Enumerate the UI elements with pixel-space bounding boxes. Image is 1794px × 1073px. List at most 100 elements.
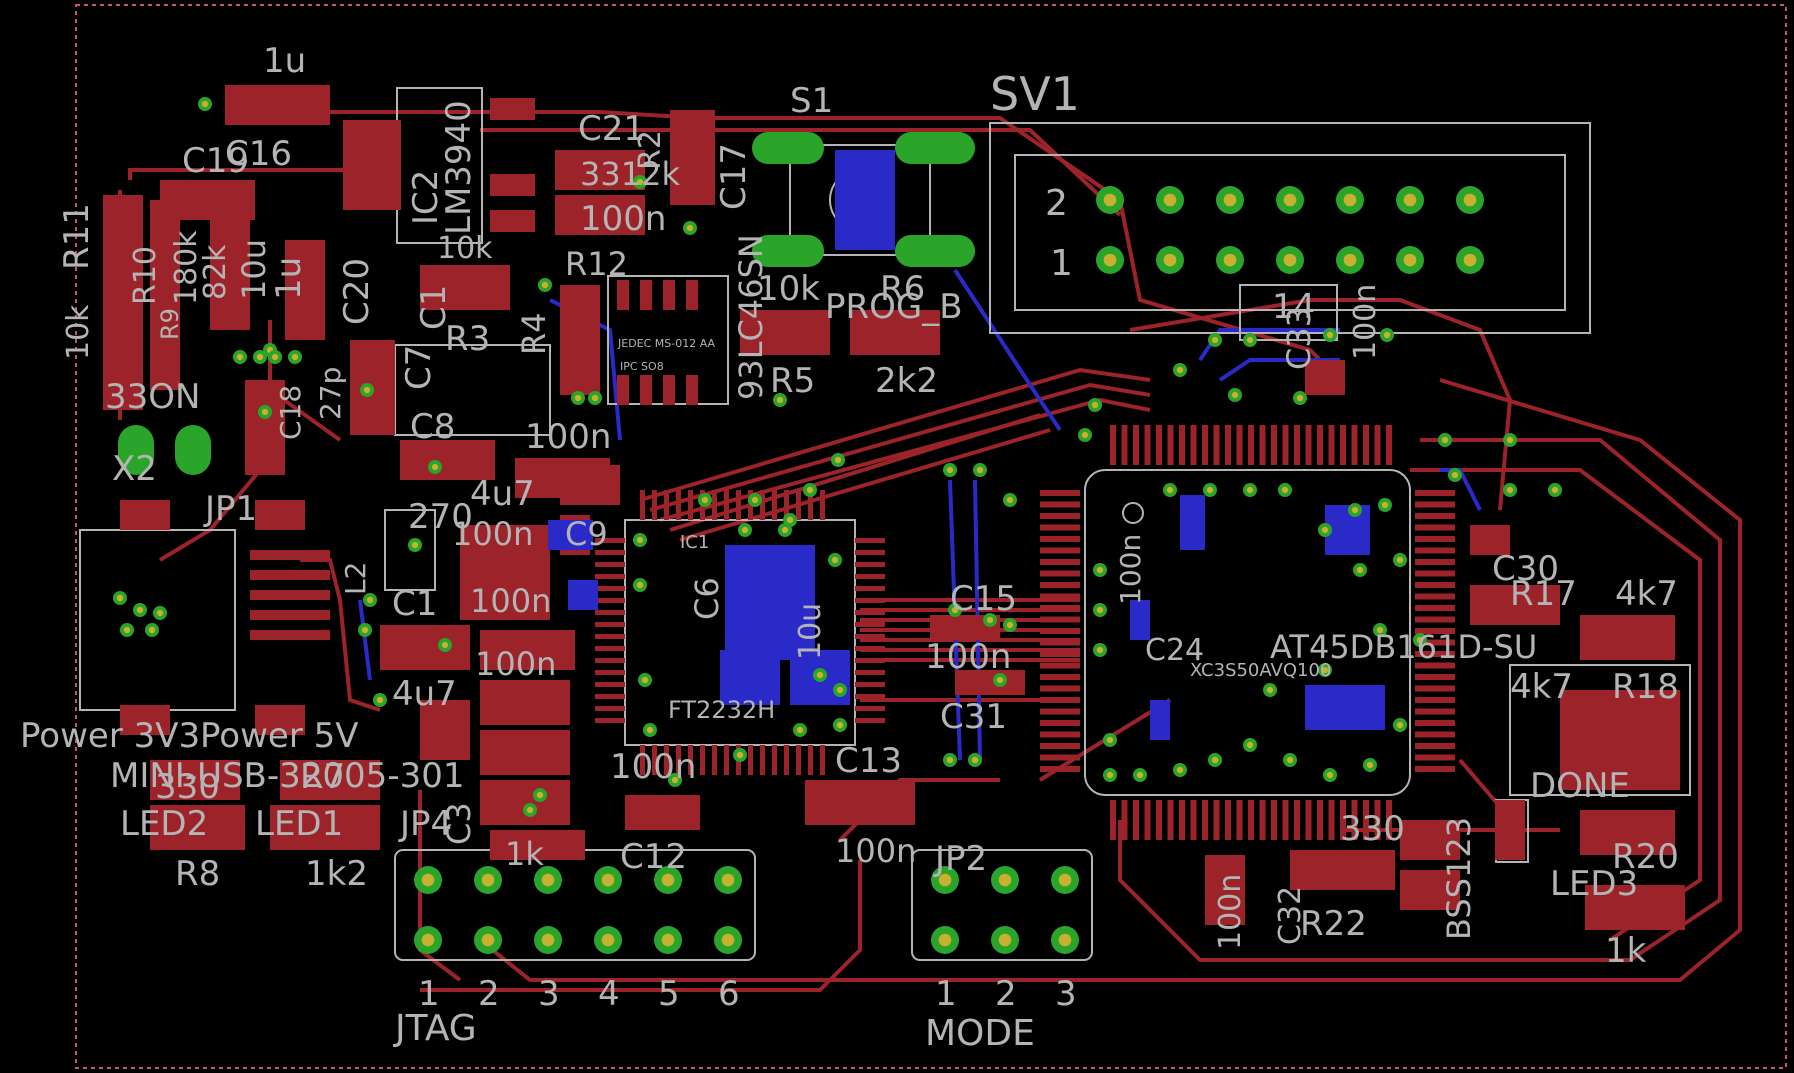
ft2232-pin (595, 538, 625, 543)
fpga-pin (1415, 639, 1455, 646)
label-x2: X2 (112, 449, 157, 489)
fpga-pin (1374, 425, 1381, 465)
fpga-pin (1415, 536, 1455, 542)
fpga-pin (1386, 425, 1392, 465)
label-c18: C18 (274, 385, 307, 440)
fpga-pin (1259, 800, 1266, 840)
label-at45: AT45DB161D-SU (1270, 628, 1537, 666)
flash-outline (1509, 664, 1691, 796)
via-drill (776, 396, 784, 404)
via-drill (1506, 486, 1514, 494)
mode-pin-label: 2 (995, 974, 1017, 1014)
label-c9: C9 (565, 515, 608, 553)
via-drill (1396, 721, 1404, 729)
label-4u7-b: 4u7 (392, 674, 457, 714)
s1-outline (789, 144, 931, 256)
via-drill (946, 466, 954, 474)
via-drill (136, 606, 144, 614)
fpga-pin (1415, 628, 1455, 634)
fpga-pin (1271, 800, 1277, 840)
top-copper-pads (103, 85, 1685, 930)
via-drill (836, 686, 844, 694)
fpga-pin (1110, 800, 1116, 840)
jtag-pin-label: 4 (598, 974, 620, 1014)
ft2232-pin (855, 562, 885, 567)
fpga-pin (1415, 720, 1455, 726)
mode-outline (911, 849, 1093, 961)
ft2232-pin (676, 490, 681, 520)
fpga-pin (1040, 766, 1080, 772)
via-drill (998, 933, 1012, 947)
fpga-pin (1040, 754, 1080, 761)
via-drill (781, 526, 789, 534)
fpga-pin (1040, 513, 1080, 519)
top-copper-traces (118, 110, 1742, 992)
via-drill (1281, 486, 1289, 494)
ft2232-pin (772, 745, 777, 775)
label-r10-val: 180k (169, 230, 204, 305)
fpga-pin (1040, 662, 1080, 669)
via-drill (1403, 193, 1417, 207)
ft2232-pin (700, 745, 705, 775)
fpga-pin (1110, 425, 1116, 465)
fpga-pin (1415, 582, 1455, 588)
via-drill (1176, 766, 1184, 774)
via-drill (796, 726, 804, 734)
label-c15-val: 100n (925, 637, 1011, 677)
fpga-pin (1415, 731, 1455, 738)
via-drill (1441, 436, 1449, 444)
ft2232-pin (855, 670, 885, 675)
label-r20: R20 (1612, 837, 1679, 877)
via-drill (1058, 933, 1072, 947)
via-drill (148, 626, 156, 634)
fpga-pin (1363, 800, 1369, 840)
via-drill (236, 353, 244, 361)
label-sv1-pin2: 2 (1045, 183, 1068, 224)
via-drill (1231, 391, 1239, 399)
label-c12-val: 100n (610, 747, 696, 787)
label-x2-val: 33ON (105, 377, 200, 417)
fpga-pin (1248, 800, 1254, 840)
label-c1-b: C1 (392, 584, 437, 624)
jtag-pin-label: 3 (538, 974, 560, 1014)
via-drill (1136, 771, 1144, 779)
via-drill (636, 581, 644, 589)
fpga-pin (1040, 593, 1080, 600)
ft2232-pin (595, 574, 625, 579)
label-c16: C16 (225, 134, 292, 174)
label-c13-val: 100n (835, 832, 916, 870)
fpga-pin (1415, 559, 1455, 565)
fpga-pin (1415, 685, 1455, 692)
fpga-pin (1415, 651, 1455, 657)
label-c20: C20 (337, 258, 377, 325)
fpga-pin (1144, 425, 1151, 465)
via-drill (1343, 253, 1357, 267)
ft2232-pin (855, 586, 885, 591)
via-drill (1283, 253, 1297, 267)
label-r5: R5 (770, 361, 815, 401)
via-drill (1403, 253, 1417, 267)
fpga-pin (1415, 743, 1455, 749)
ft2232-pin (595, 670, 625, 675)
fpga-pin (1415, 674, 1455, 680)
fpga-pin (1156, 425, 1162, 465)
fpga-pin (1415, 490, 1455, 496)
label-r7: R7 (300, 757, 345, 797)
jtag-pin-label: 1 (418, 974, 440, 1014)
via-drill (256, 353, 264, 361)
label-mode: MODE (925, 1013, 1035, 1054)
via-drill (986, 616, 994, 624)
fpga-pin (1040, 547, 1080, 554)
via-drill (1321, 526, 1329, 534)
ft2232-pin (855, 610, 885, 615)
via-drill (201, 100, 209, 108)
label-c32-val: 100n (1213, 874, 1248, 950)
fpga-pin (1040, 685, 1080, 692)
ft2232-pin (855, 538, 885, 543)
label-soic-a: JEDEC MS-012 AA (617, 337, 716, 350)
label-jp1: JP1 (203, 489, 257, 529)
ft2232-pin (595, 706, 625, 711)
fpga-pin (1415, 547, 1455, 554)
fpga-pin (1040, 490, 1080, 496)
